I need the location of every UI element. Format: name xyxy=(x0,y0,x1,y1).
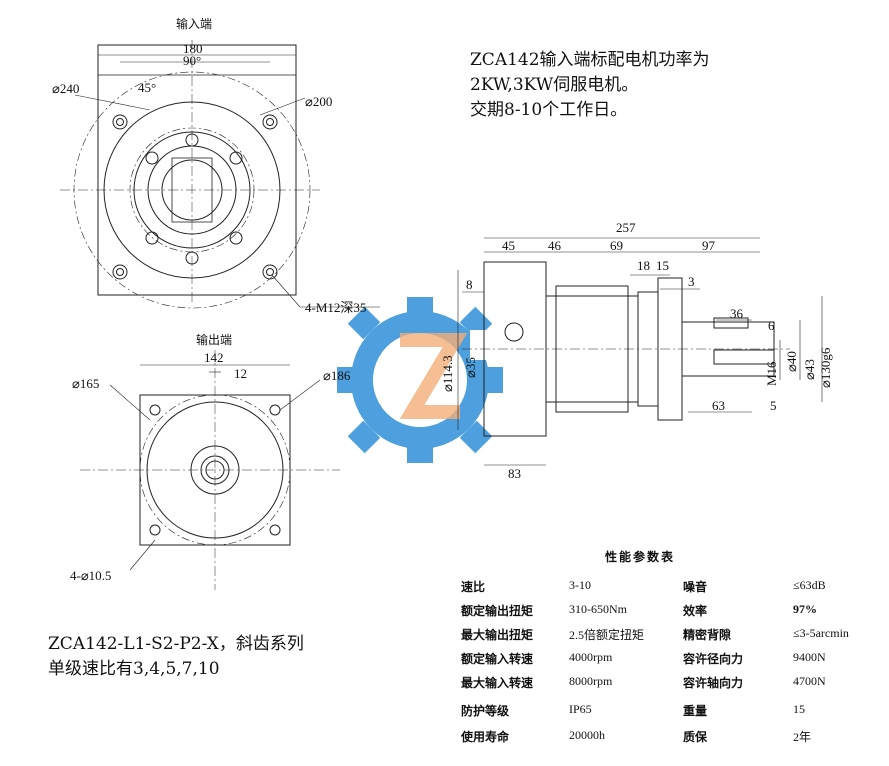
spec-cell: 使用寿命 xyxy=(461,730,510,744)
dim-input-holes: 4-M12深35 xyxy=(305,300,366,315)
dim-side-dia-130: ⌀130g6 xyxy=(818,347,833,388)
spec-cell: 容许轴向力 xyxy=(683,676,744,690)
dim-side-dia-1143: ⌀114.3 xyxy=(440,355,455,392)
spec-row: 速比 3-10 噪音 ≤63dB xyxy=(455,578,875,600)
spec-cell: 重量 xyxy=(683,704,708,718)
spec-cell: 9400N xyxy=(793,650,826,664)
spec-cell: 2.5倍额定扭矩 xyxy=(569,628,645,642)
dim-output-dia-165: ⌀165 xyxy=(72,376,99,391)
dim-side-18: 18 xyxy=(637,258,650,273)
dim-side-dia-43: ⌀43 xyxy=(802,359,817,380)
spec-row: 最大输入转速 8000rpm 容许轴向力 4700N xyxy=(455,674,875,696)
spec-row: 最大输出扭矩 2.5倍额定扭矩 精密背隙 ≤3-5arcmin xyxy=(455,626,875,648)
spec-cell: ≤3-5arcmin xyxy=(793,626,849,640)
spec-cell: 精密背隙 xyxy=(683,628,732,642)
dim-side-8: 8 xyxy=(466,277,473,292)
spec-cell: 8000rpm xyxy=(569,674,613,688)
input-end-label: 输入端 xyxy=(176,16,212,31)
dim-output-dia-186: ⌀186 xyxy=(323,368,351,383)
spec-cell: 额定输入转速 xyxy=(461,652,534,666)
note-bottom-left: ZCA142-L1-S2-P2-X，斜齿系列 单级速比有3,4,5,7,10 xyxy=(48,632,304,682)
spec-cell: 额定输出扭矩 xyxy=(461,604,534,618)
dim-input-dia-240: ⌀240 xyxy=(52,81,79,96)
spec-row: 防护等级 IP65 重量 15 xyxy=(455,702,875,724)
spec-cell: 310-650Nm xyxy=(569,602,627,616)
dim-side-36: 36 xyxy=(730,306,744,321)
spec-table-title: 性能参数表 xyxy=(605,550,676,564)
spec-cell: 效率 xyxy=(683,604,708,618)
dim-side-m16: M16 xyxy=(764,361,779,386)
note-line: ZCA142输入端标配电机功率为 xyxy=(470,50,710,70)
spec-cell: 97% xyxy=(793,602,817,616)
dim-side-83: 83 xyxy=(508,466,521,481)
dim-side-69: 69 xyxy=(610,238,623,253)
output-end-view xyxy=(80,350,340,590)
dim-side-total: 257 xyxy=(616,220,636,235)
input-end-view xyxy=(60,40,380,309)
dim-input-dia-200: ⌀200 xyxy=(305,94,332,109)
dim-side-15: 15 xyxy=(656,258,669,273)
spec-row: 使用寿命 20000h 质保 2年 xyxy=(455,728,875,750)
spec-cell: ≤63dB xyxy=(793,578,826,592)
dim-side-5: 5 xyxy=(770,398,777,413)
dim-side-45: 45 xyxy=(502,238,515,253)
note-line: 单级速比有3,4,5,7,10 xyxy=(48,659,220,679)
dim-output-key: 12 xyxy=(234,366,247,381)
dim-side-46: 46 xyxy=(548,238,562,253)
dim-input-angle-45: 45° xyxy=(138,80,156,95)
spec-cell: 15 xyxy=(793,702,805,716)
spec-row: 额定输出扭矩 310-650Nm 效率 97% xyxy=(455,602,875,624)
dim-side-3: 3 xyxy=(688,274,695,289)
dim-side-97: 97 xyxy=(702,238,716,253)
spec-cell: 噪音 xyxy=(683,580,708,594)
note-line: 交期8-10个工作日。 xyxy=(470,100,628,120)
dim-side-dia-35: ⌀35 xyxy=(463,357,478,378)
input-bolt-holes xyxy=(112,114,278,280)
spec-cell: 3-10 xyxy=(569,578,591,592)
note-top-right: ZCA142输入端标配电机功率为 2KW,3KW伺服电机。 交期8-10个工作日… xyxy=(470,48,710,123)
spec-cell: IP65 xyxy=(569,702,592,716)
output-end-label: 输出端 xyxy=(196,332,232,347)
spec-cell: 防护等级 xyxy=(461,704,510,718)
side-view xyxy=(457,237,823,466)
note-line: ZCA142-L1-S2-P2-X，斜齿系列 xyxy=(48,634,304,654)
spec-row: 额定输入转速 4000rpm 容许径向力 9400N xyxy=(455,650,875,672)
spec-cell: 最大输入转速 xyxy=(461,676,534,690)
spec-cell: 2年 xyxy=(793,730,812,744)
spec-cell: 20000h xyxy=(569,728,605,742)
dim-output-holes: 4-⌀10.5 xyxy=(70,568,111,583)
spec-cell: 速比 xyxy=(461,580,486,594)
dim-side-dia-40: ⌀40 xyxy=(784,351,799,372)
dim-side-63: 63 xyxy=(712,398,725,413)
spec-cell: 容许径向力 xyxy=(683,652,744,666)
dim-input-angle-90: 90° xyxy=(183,53,201,68)
dim-side-6: 6 xyxy=(768,318,775,333)
dim-output-width: 142 xyxy=(204,350,224,365)
dim-input-width: 180 xyxy=(183,41,203,56)
spec-cell: 最大输出扭矩 xyxy=(461,628,534,642)
spec-cell: 4000rpm xyxy=(569,650,613,664)
watermark-gear-logo xyxy=(337,297,510,463)
note-line: 2KW,3KW伺服电机。 xyxy=(470,75,639,95)
spec-cell: 4700N xyxy=(793,674,826,688)
spec-cell: 质保 xyxy=(683,730,708,744)
